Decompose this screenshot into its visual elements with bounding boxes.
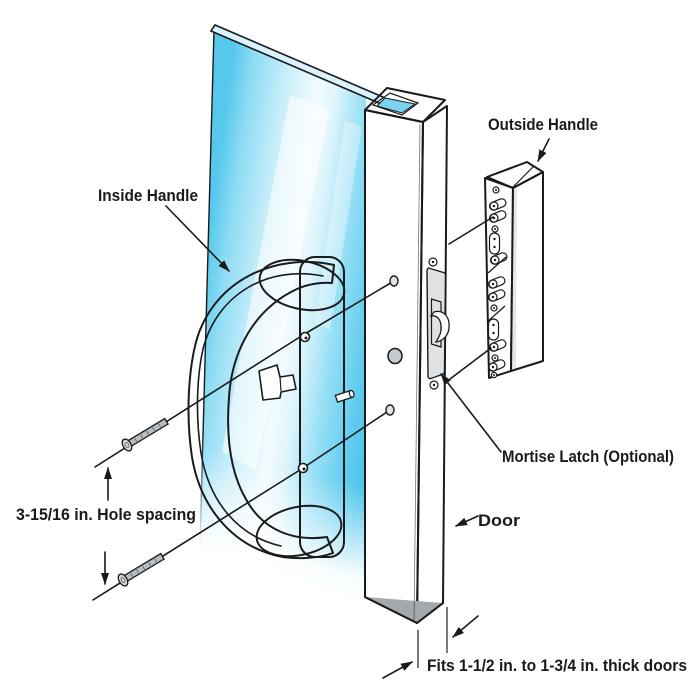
inside-handle-label: Inside Handle (98, 187, 198, 205)
outside-handle-top-crease (512, 165, 535, 188)
inside-handle-bottom-lobe (255, 504, 343, 558)
latch-screw-top-slot (431, 260, 435, 264)
outside-handle-mechanism-details (486, 186, 508, 379)
glass-top-edge (210, 24, 384, 104)
outside-handle-top-face (486, 161, 544, 189)
door-leader-arrow (455, 515, 479, 527)
thickness-arrow-left (382, 661, 413, 679)
door-hole-bottom (385, 404, 395, 416)
mounting-screws (117, 417, 169, 587)
glass-bottom-fade (196, 428, 366, 606)
glass-reflection-streak (222, 95, 330, 470)
screw-bottom (117, 552, 165, 587)
inside-handle (187, 256, 355, 560)
door-edge-groove (413, 123, 421, 622)
mortise-latch-label: Mortise Latch (Optional) (502, 448, 674, 466)
outside-handle (484, 161, 544, 379)
glass-edge-in-slot (376, 97, 417, 114)
text-labels: Inside Handle Outside Handle Mortise Lat… (16, 116, 687, 675)
latch-screw-bottom-slot (432, 383, 436, 387)
outside-handle-leader-arrow (537, 138, 550, 162)
leader-lines (165, 138, 550, 527)
inside-handle-leader-arrow (165, 205, 230, 272)
door-spindle-hole (387, 347, 403, 365)
hole-spacing-dimension (101, 467, 112, 585)
thumb-latch-fold (279, 376, 282, 392)
door-bottom-edges (364, 596, 444, 624)
mortise-latch (426, 257, 450, 390)
latch-cutout (430, 298, 442, 348)
door-label: Door (478, 512, 521, 530)
door-thickness-dimension (382, 607, 479, 679)
inside-handle-grip (187, 260, 335, 560)
door-stile (364, 87, 448, 624)
outside-handle-mechanism-face (484, 177, 514, 379)
screw-top (121, 417, 169, 452)
latch-screw-bottom (429, 380, 439, 390)
outside-handle-label: Outside Handle (488, 116, 598, 134)
spindle-pin (334, 389, 355, 403)
mounting-holes (297, 275, 403, 474)
thumb-latch-lever (258, 364, 297, 401)
thickness-arrow-right (452, 615, 479, 638)
latch-hook (429, 310, 450, 343)
hole-spacing-label: 3-15/16 in. Hole spacing (16, 506, 196, 524)
handle-screw-hole-top-dot (304, 336, 308, 340)
glass-reflection-streak-2 (315, 120, 362, 330)
door-thickness-label: Fits 1-1/2 in. to 1-3/4 in. thick doors (427, 657, 687, 675)
door-glass-slot (371, 92, 420, 116)
latch-screw-top (428, 257, 438, 267)
door-hole-top (389, 275, 399, 287)
mortise-latch-leader-arrow (440, 373, 502, 453)
door-front-face (364, 109, 424, 624)
glass-panel (196, 29, 366, 606)
inside-handle-ridge-line (196, 272, 324, 547)
door-bottom-bevel (365, 597, 443, 623)
alignment-lines-over (302, 216, 494, 469)
handle-screw-hole-bottom-dot (302, 467, 306, 471)
